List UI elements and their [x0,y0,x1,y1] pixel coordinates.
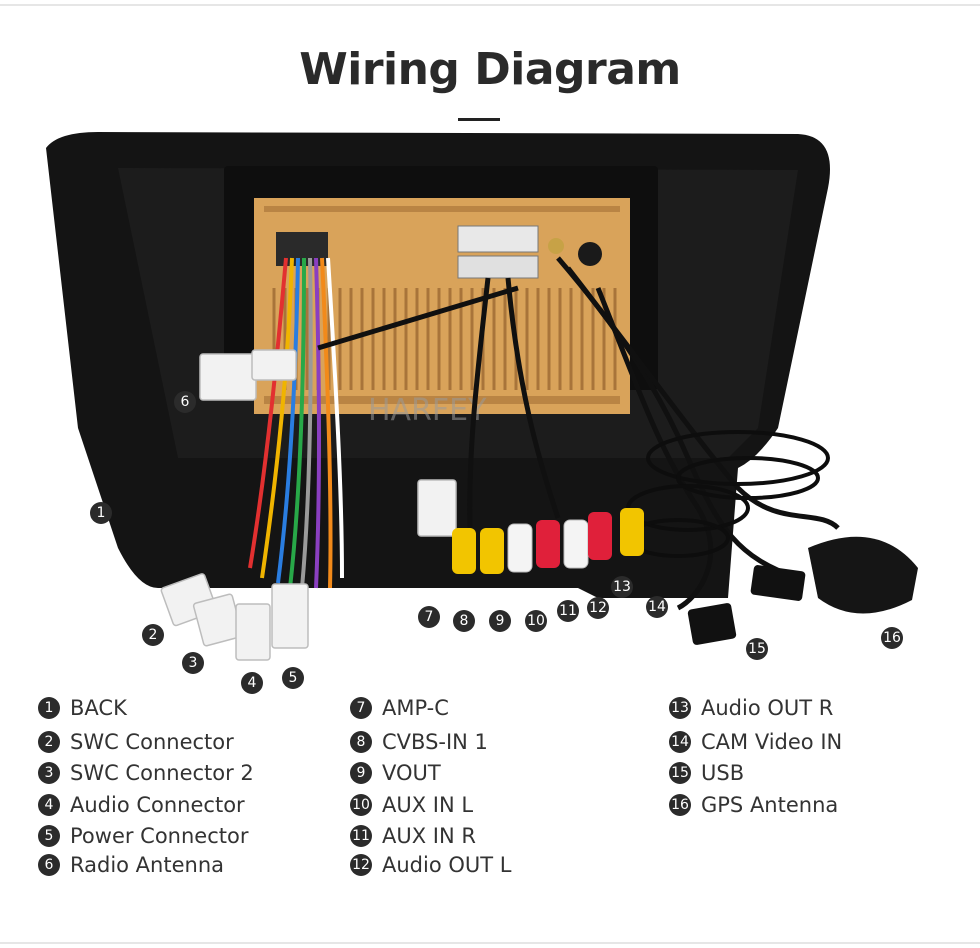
callout-12: 12 [587,597,609,619]
callout-16: 16 [881,627,903,649]
legend-label: SWC Connector [70,730,234,754]
legend-item-usb: 15 USB [669,760,744,786]
legend-label: CAM Video IN [701,730,843,754]
title-underline [458,118,500,121]
legend-badge: 14 [669,731,691,753]
top-divider [0,4,980,6]
legend-label: GPS Antenna [701,793,839,817]
legend-badge: 2 [38,731,60,753]
legend-label: USB [701,761,745,785]
gps-antenna [808,536,918,614]
page-title: Wiring Diagram [299,44,681,95]
callout-6: 6 [174,391,196,413]
callout-2: 2 [142,624,164,646]
legend-item-aux-in-r: 11 AUX IN R [350,823,476,849]
legend-item-cvbs-in-1: 8 CVBS-IN 1 [350,729,488,755]
legend-item-audio-out-l: 12 Audio OUT L [350,852,511,878]
legend-item-swc-connector-2: 3 SWC Connector 2 [38,760,254,786]
legend-badge: 8 [350,731,372,753]
legend-badge: 11 [350,825,372,847]
legend-item-audio-out-r: 13 Audio OUT R [669,695,833,721]
legend-label: SWC Connector 2 [70,761,254,785]
legend-label: CVBS-IN 1 [382,730,488,754]
legend-item-back: 1 BACK [38,695,127,721]
callout-9: 9 [489,610,511,632]
callout-15: 15 [746,638,768,660]
legend-badge: 1 [38,697,60,719]
legend-badge: 5 [38,825,60,847]
legend-badge: 4 [38,794,60,816]
legend-item-cam-video-in: 14 CAM Video IN [669,729,842,755]
callout-13: 13 [611,576,633,598]
vent-slots [264,206,620,404]
callout-1: 1 [90,502,112,524]
legend-label: AUX IN L [382,793,474,817]
legend-label: Audio Connector [70,793,245,817]
legend-item-audio-connector: 4 Audio Connector [38,792,245,818]
usb-plugs [687,565,806,645]
legend-item-aux-in-l: 10 AUX IN L [350,792,473,818]
head-unit-illustration: HARFEY [46,132,918,661]
connector-block-bottom [457,255,539,279]
callout-4: 4 [241,672,263,694]
legend-item-radio-antenna: 6 Radio Antenna [38,852,224,878]
legend-label: Audio OUT L [382,853,512,877]
legend-badge: 15 [669,762,691,784]
legend-item-power-connector: 5 Power Connector [38,823,248,849]
legend-label: AMP-C [382,696,449,720]
legend-badge: 12 [350,854,372,876]
callout-5: 5 [282,667,304,689]
callout-7: 7 [418,606,440,628]
legend-label: AUX IN R [382,824,476,848]
legend-badge: 3 [38,762,60,784]
antenna-socket [548,238,564,254]
white-connectors [160,349,457,661]
harness-wires [248,257,344,589]
connector-block-top [457,225,539,253]
callout-8: 8 [453,610,475,632]
legend-badge: 13 [669,697,691,719]
legend-badge: 7 [350,697,372,719]
legend-label: VOUT [382,761,441,785]
legend-badge: 10 [350,794,372,816]
legend-item-gps-antenna: 16 GPS Antenna [669,792,838,818]
legend-badge: 9 [350,762,372,784]
legend-item-amp-c: 7 AMP-C [350,695,449,721]
legend-item-swc-connector: 2 SWC Connector [38,729,234,755]
callout-10: 10 [525,610,547,632]
legend-label: BACK [70,696,127,720]
callout-3: 3 [182,652,204,674]
legend-label: Audio OUT R [701,696,834,720]
gps-socket [578,242,602,266]
watermark: HARFEY [368,393,487,428]
callout-11: 11 [557,600,579,622]
legend-badge: 6 [38,854,60,876]
black-cables [317,256,840,611]
rca-plugs [452,508,644,574]
legend-label: Power Connector [70,824,249,848]
legend-badge: 16 [669,794,691,816]
bottom-divider [0,942,980,944]
callout-14: 14 [646,596,668,618]
legend-label: Radio Antenna [70,853,225,877]
legend-item-vout: 9 VOUT [350,760,441,786]
